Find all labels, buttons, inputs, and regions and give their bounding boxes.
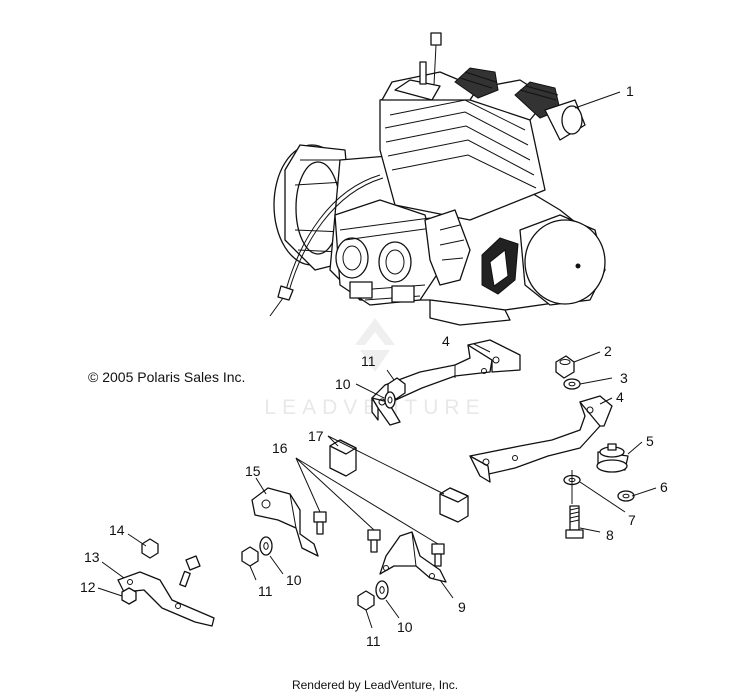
nut-part-11-left[interactable] xyxy=(241,546,259,567)
callout-16: 16 xyxy=(272,440,288,456)
callout-4-upper: 4 xyxy=(442,333,450,349)
bracket-part-15[interactable] xyxy=(251,487,319,557)
callout-10-top: 10 xyxy=(335,376,351,392)
bolt-part-16-a[interactable] xyxy=(313,511,327,535)
callout-labels: 1 2 3 4 4 5 6 7 8 9 10 10 10 11 11 11 12… xyxy=(80,83,668,649)
washer-part-10-left[interactable] xyxy=(259,536,273,556)
callout-10-bottom: 10 xyxy=(397,619,413,635)
cushion-part-17-upper[interactable] xyxy=(329,439,357,477)
cushion-part-17-lower[interactable] xyxy=(439,487,469,523)
callout-4-right: 4 xyxy=(616,389,624,405)
callout-10-left: 10 xyxy=(286,572,302,588)
bracket-part-9[interactable] xyxy=(379,531,447,583)
callout-8: 8 xyxy=(606,527,614,543)
callout-6: 6 xyxy=(660,479,668,495)
callout-12: 12 xyxy=(80,579,96,595)
engine-mount-bracket-rear[interactable] xyxy=(469,395,613,483)
copyright-notice: © 2005 Polaris Sales Inc. xyxy=(88,369,246,385)
engine-assembly[interactable] xyxy=(269,32,606,326)
callout-15: 15 xyxy=(245,463,261,479)
callout-11-left: 11 xyxy=(258,583,273,599)
callout-2: 2 xyxy=(604,343,612,359)
nut-part-12[interactable] xyxy=(121,587,137,605)
bolt-part-16-c[interactable] xyxy=(431,543,445,567)
footer-credit: Rendered by LeadVenture, Inc. xyxy=(291,678,459,692)
callout-11-top: 11 xyxy=(361,353,376,369)
nut-part-2[interactable] xyxy=(555,355,575,379)
leadventure-logo-watermark xyxy=(355,318,395,372)
callout-1: 1 xyxy=(626,83,634,99)
callout-3: 3 xyxy=(620,370,628,386)
washer-part-10-bottom[interactable] xyxy=(375,580,389,600)
callout-17: 17 xyxy=(308,428,324,444)
callout-9: 9 xyxy=(458,599,466,615)
bracket-part-13[interactable] xyxy=(117,555,215,627)
bolt-part-8[interactable] xyxy=(565,505,584,539)
callout-14: 14 xyxy=(109,522,125,538)
bolt-part-16-b[interactable] xyxy=(367,529,381,553)
leader-lines xyxy=(97,91,657,629)
rubber-isolator-part-5[interactable] xyxy=(596,443,629,473)
callout-13: 13 xyxy=(84,549,100,565)
nut-part-14[interactable] xyxy=(141,538,159,559)
callout-11-bottom: 11 xyxy=(366,633,381,649)
washer-part-10-top[interactable] xyxy=(384,391,396,409)
nut-part-11-bottom[interactable] xyxy=(357,590,375,611)
callout-7: 7 xyxy=(628,512,636,528)
washer-part-6[interactable] xyxy=(617,490,635,502)
callout-5: 5 xyxy=(646,433,654,449)
washer-part-3[interactable] xyxy=(563,378,581,390)
